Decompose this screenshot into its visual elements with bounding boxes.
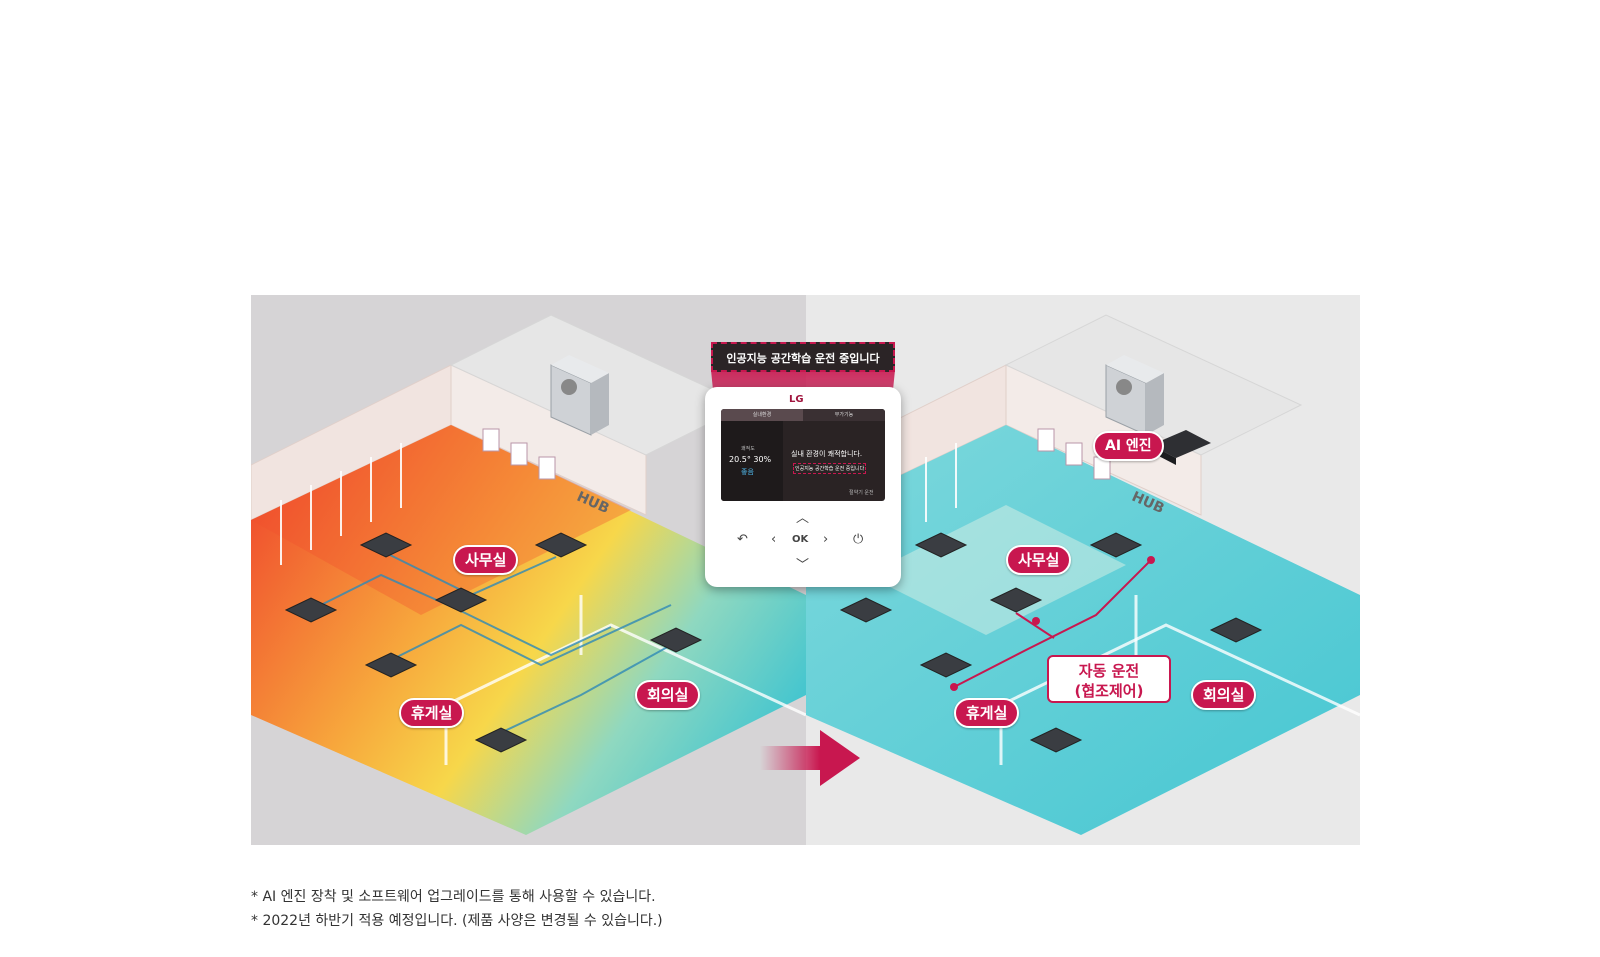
saving-mode-label: 절약기 운전 (849, 490, 874, 496)
room-label-meeting: 회의실 (635, 680, 701, 710)
before-floorplan (251, 314, 806, 835)
remote-controller: 인공지능 공간학습 운전 중입니다 LG 실내환경 부가기능 쾌적도 20.5°… (703, 342, 903, 587)
controller-screen: 실내환경 부가기능 쾌적도 20.5° 30% 좋음 실내 환경이 쾌적합니다.… (721, 409, 885, 501)
footnote-ai-engine: * AI 엔진 장착 및 소프트웨어 업그레이드를 통해 사용할 수 있습니다. (251, 889, 656, 905)
home-icon (721, 421, 783, 501)
room-label-office: 사무실 (1006, 545, 1072, 575)
power-button[interactable]: ⏻ (853, 532, 864, 547)
back-button[interactable]: ↶ (737, 532, 748, 547)
comfort-label: 쾌적도 (741, 446, 755, 452)
after-floorplan (806, 314, 1360, 835)
up-arrow-button[interactable]: ︿ (796, 511, 810, 526)
indoor-units (284, 532, 703, 753)
ok-button[interactable]: OK (792, 534, 809, 545)
left-arrow-button[interactable]: ‹ (771, 532, 777, 547)
room-label-lounge: 휴게실 (399, 698, 465, 728)
ai-engine-label: AI 엔진 (1093, 431, 1164, 461)
comfort-message: 실내 환경이 쾌적합니다. (791, 450, 863, 458)
outdoor-unit (550, 355, 609, 436)
auto-operation-line1: 자동 운전 (1078, 662, 1140, 680)
room-label-office: 사무실 (453, 545, 519, 575)
tab-extra[interactable]: 부가기능 (803, 409, 885, 421)
footnote-release: * 2022년 하반기 적용 예정입니다. (제품 사양은 변경될 수 있습니다… (251, 913, 663, 929)
comfort-status: 좋음 (741, 468, 754, 476)
temperature-readout: 20.5° 30% (729, 455, 772, 464)
room-label-lounge: 휴게실 (954, 698, 1020, 728)
indoor-units (839, 532, 1263, 753)
transition-arrow-icon (760, 730, 860, 786)
right-arrow-button[interactable]: › (823, 532, 829, 547)
after-panel: HUB AI 엔진 사무실 휴게실 회의실 자동 운전 (협조제어) (806, 295, 1360, 845)
auto-operation-label: 자동 운전 (협조제어) (1047, 655, 1171, 703)
tab-indoor[interactable]: 실내환경 (721, 409, 803, 421)
learning-message: 인공지능 공간학습 운전 중입니다 (793, 463, 867, 474)
auto-operation-line2: (협조제어) (1074, 682, 1144, 700)
ai-learning-banner: 인공지능 공간학습 운전 중입니다 (711, 342, 895, 372)
room-label-meeting: 회의실 (1191, 680, 1257, 710)
down-arrow-button[interactable]: ﹀ (796, 558, 810, 573)
lg-logo: LG (789, 394, 804, 405)
